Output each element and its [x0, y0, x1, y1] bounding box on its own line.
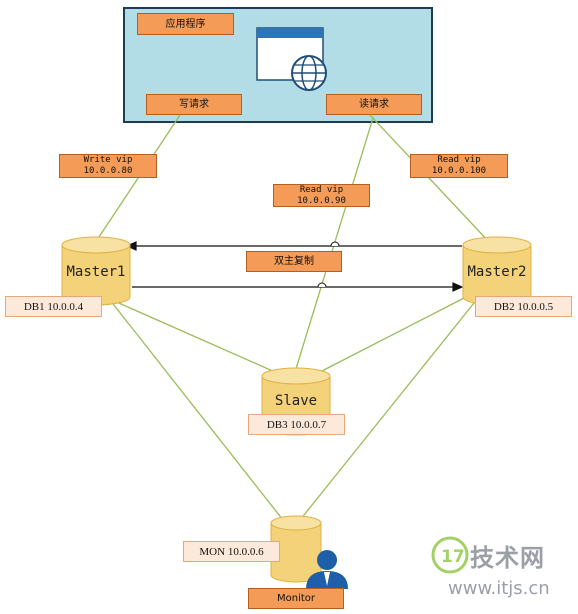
arrowhead-master1: [125, 241, 137, 251]
replication-label: 双主复制: [246, 251, 342, 272]
arrowhead-master2: [452, 282, 464, 292]
monitor-ip: MON 10.0.0.6: [183, 541, 280, 562]
watermark-url: www.itjs.cn: [448, 578, 550, 599]
master2-ip: DB2 10.0.0.5: [475, 296, 572, 317]
master1-ip: DB1 10.0.0.4: [5, 296, 102, 317]
write-vip-label: Write vip: [83, 155, 133, 165]
svg-text:17: 17: [441, 547, 465, 567]
slave-name: Slave: [274, 393, 318, 409]
monitor-tag: Monitor: [248, 588, 344, 609]
link-master1-slave: [111, 299, 276, 373]
watermark-logo: 17: [431, 536, 469, 574]
link-master2-slave: [319, 295, 469, 373]
link-master1-monitor: [109, 299, 284, 521]
web-app-icon: [256, 27, 327, 91]
read-vip-mid-tag: Read vip 10.0.0.90: [273, 184, 370, 207]
read-vip-mid-ip: 10.0.0.90: [297, 195, 346, 206]
write-vip-ip: 10.0.0.80: [83, 166, 133, 176]
link-read-master2: [369, 114, 491, 244]
link-write-master1: [94, 114, 181, 244]
read-vip-right-tag: Read vip 10.0.0.100: [410, 154, 508, 178]
user-icon: [306, 550, 348, 589]
read-request-tag: 读请求: [326, 94, 422, 115]
slave-ip: DB3 10.0.0.7: [248, 414, 345, 435]
read-vip-mid-label: Read vip: [299, 184, 344, 195]
master1-name: Master1: [66, 264, 126, 280]
write-request-tag: 写请求: [146, 94, 242, 115]
db-cylinders: [61, 236, 532, 583]
read-vip-right-ip: 10.0.0.100: [431, 166, 487, 176]
master2-name: Master2: [467, 264, 527, 280]
link-master2-monitor: [299, 297, 479, 521]
read-vip-right-label: Read vip: [437, 155, 481, 165]
watermark-brand: 技术网: [470, 544, 545, 572]
app-title-tag: 应用程序: [137, 13, 234, 35]
write-vip-tag: Write vip 10.0.0.80: [59, 154, 157, 178]
